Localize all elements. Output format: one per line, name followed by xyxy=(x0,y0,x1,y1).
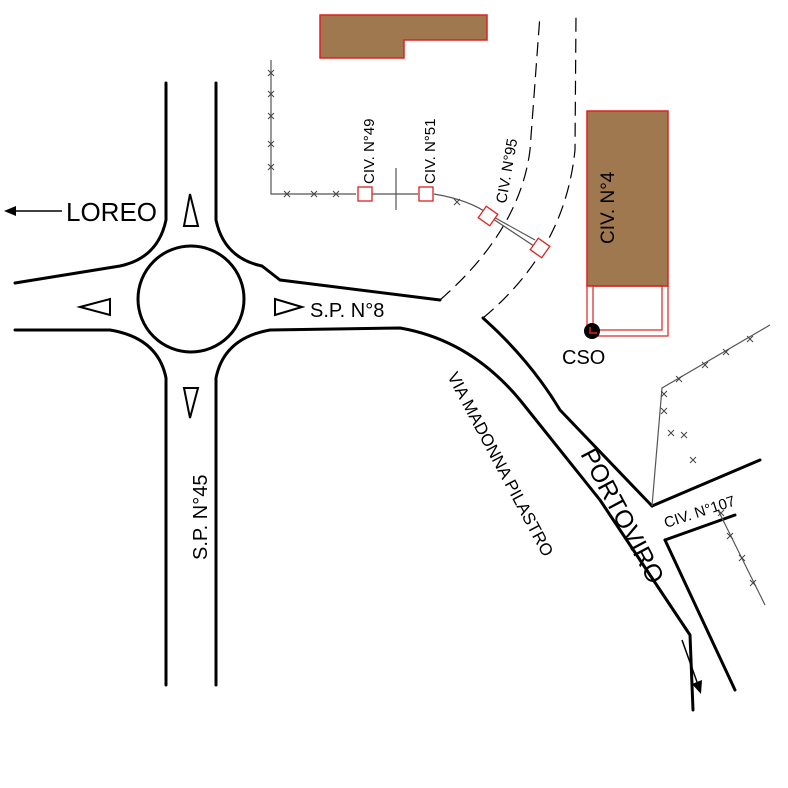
civic-markers xyxy=(357,186,551,259)
building-civ4 xyxy=(586,110,669,287)
label-civ95: CIV. N°95 xyxy=(493,137,521,204)
label-civ4: CIV. N°4 xyxy=(598,171,619,244)
triangle-north-icon xyxy=(182,193,200,227)
roundabout-triangles xyxy=(76,193,306,419)
triangle-east-icon xyxy=(274,297,306,317)
roundabout-inner xyxy=(136,244,246,354)
marker-civ95b xyxy=(529,237,551,259)
arrow-left-icon xyxy=(4,206,62,216)
roads xyxy=(13,81,762,712)
arrow-down-icon xyxy=(681,639,702,694)
marker-civ95 xyxy=(477,205,499,227)
fence-marks xyxy=(267,69,757,587)
marker-civ49 xyxy=(357,186,373,202)
label-cso: CSO xyxy=(562,347,605,369)
dashed-road xyxy=(439,14,577,319)
building-top xyxy=(319,14,488,59)
label-civ51: CIV. N°51 xyxy=(422,119,439,184)
label-loreo: LOREO xyxy=(66,197,157,227)
building-civ4-annex xyxy=(586,285,669,337)
triangle-west-icon xyxy=(76,297,111,317)
label-via-madonna: VIA MADONNA PILASTRO xyxy=(443,369,556,560)
marker-civ51 xyxy=(418,186,434,202)
label-civ49: CIV. N°49 xyxy=(361,119,378,184)
cso-marker-icon xyxy=(584,323,600,339)
label-sp45: S.P. N°45 xyxy=(190,475,212,560)
triangle-south-icon xyxy=(182,387,200,419)
label-sp8: S.P. N°8 xyxy=(310,300,384,322)
